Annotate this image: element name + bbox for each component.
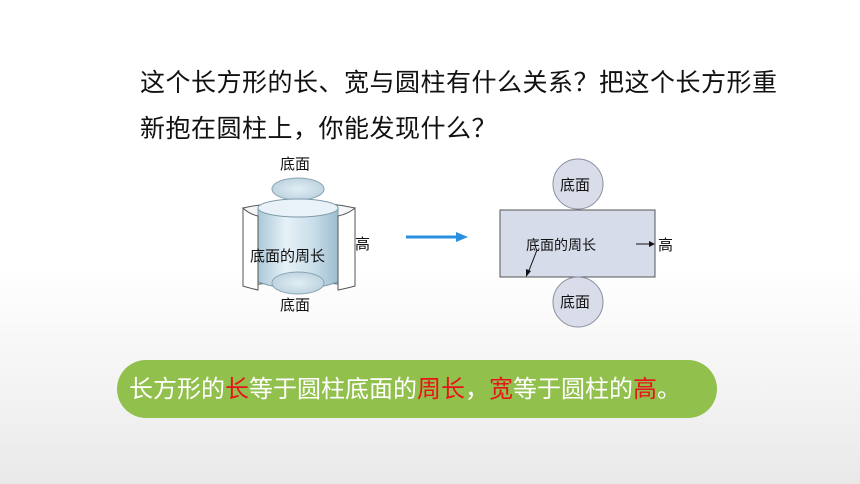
- answer-part-4: 等于圆柱的: [513, 375, 633, 403]
- answer-highlight-perimeter: 周长: [417, 375, 465, 403]
- transform-arrow-head: [456, 232, 468, 242]
- answer-part-5: 。: [657, 375, 681, 403]
- cylinder-side-label: 底面的周长: [250, 247, 326, 265]
- unrolled-top-circle: [552, 158, 604, 210]
- answer-highlight-length: 长: [225, 375, 249, 403]
- cylinder-top-rim: [257, 198, 339, 218]
- unrolled-bottom-circle: [552, 276, 604, 328]
- answer-part-1: 长方形的: [129, 375, 225, 403]
- wrap-sheet-right-flap: [337, 206, 356, 291]
- answer-highlight-width: 宽: [489, 375, 513, 403]
- unrolled-height-label: 高: [658, 236, 674, 254]
- perimeter-pointer-line: [527, 249, 538, 274]
- unrolled-rectangle: [499, 209, 656, 278]
- question-line-1: 这个长方形的长、宽与圆柱有什么关系？把这个长方形重: [140, 68, 778, 97]
- cylinder-bottom-label: 底面: [280, 296, 311, 314]
- cylinder-top-disc: [271, 177, 325, 201]
- unrolled-bottom-circle-label: 底面: [560, 293, 591, 311]
- unrolled-rect-label: 底面的周长: [526, 238, 596, 254]
- answer-part-2: 等于圆柱底面的: [249, 375, 417, 403]
- cylinder-height-label: 高: [355, 235, 371, 253]
- question-text: 这个长方形的长、宽与圆柱有什么关系？把这个长方形重 新抱在圆柱上，你能发现什么？: [140, 60, 790, 152]
- perimeter-pointer-head: [526, 269, 531, 277]
- answer-highlight-height: 高: [633, 375, 657, 403]
- unrolled-top-circle-label: 底面: [560, 176, 591, 194]
- wrap-sheet-left-flap: [242, 206, 259, 291]
- cylinder-bottom-disc: [271, 271, 325, 295]
- height-pointer-head: [649, 241, 655, 247]
- question-line-2: 新抱在圆柱上，你能发现什么？: [140, 114, 498, 143]
- answer-banner: 长方形的长等于圆柱底面的周长，宽等于圆柱的高。: [117, 360, 717, 418]
- cylinder-top-label: 底面: [280, 155, 311, 173]
- answer-part-3: ，: [465, 375, 489, 403]
